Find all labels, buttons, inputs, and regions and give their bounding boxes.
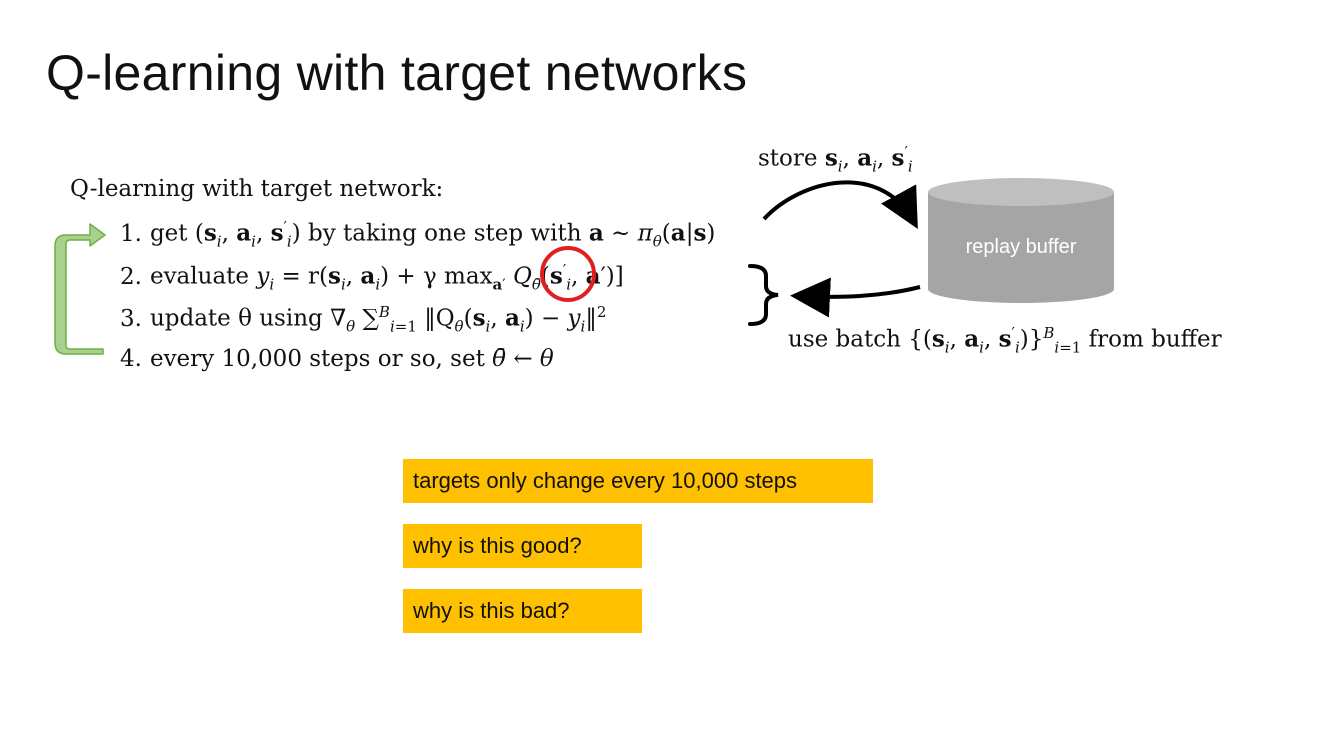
math-sub: i=1 [1054, 338, 1082, 357]
math-a: a [585, 262, 601, 290]
math-s: s [693, 219, 707, 247]
math-y: y [256, 263, 270, 290]
batch-label-text: use batch [788, 326, 901, 353]
math-a: a [588, 219, 604, 247]
step-number: 3. [120, 305, 142, 332]
step-text: evaluate [149, 263, 250, 290]
math-sub: i [944, 338, 950, 357]
step-text: ) + γ max [380, 263, 493, 290]
math-sub: i [485, 317, 491, 336]
step-number: 4. [120, 346, 142, 372]
algorithm-step-4: 4. every 10,000 steps or so, set θ̄ ← θ [120, 346, 554, 372]
math-sub: i [216, 232, 222, 251]
math-sub: θ [652, 232, 662, 251]
store-label-text: store [758, 145, 818, 172]
math-prime: ′ [283, 218, 287, 236]
step-number: 2. [120, 263, 142, 290]
math-sim: ∼ [611, 220, 631, 247]
math-sub: i [907, 157, 913, 176]
algorithm-step-3: 3.update θ using ∇θ ∑Bi=1 ‖Qθ(si, ai) − … [120, 303, 607, 336]
math-s: s [931, 325, 945, 353]
math-s: s [328, 262, 341, 290]
math-sub: i [837, 157, 843, 176]
step-text: ) by taking one step with [291, 220, 582, 247]
batch-label-text: from buffer [1088, 326, 1222, 353]
math-sub: θ [346, 317, 356, 336]
math-assign: θ̄ ← θ [492, 346, 554, 372]
math-a: a [236, 219, 252, 247]
math-a: a [360, 262, 376, 290]
math-prime: ′ [904, 143, 908, 161]
curly-brace [748, 264, 779, 326]
step-text: get ( [149, 220, 204, 247]
math-s: s [998, 325, 1012, 353]
loop-arrow [54, 223, 106, 355]
math-s: s [891, 144, 905, 172]
math-sub: a′ [492, 275, 506, 294]
math-q: Q [513, 263, 532, 290]
math-a: a [857, 144, 873, 172]
math-sub: i [872, 157, 877, 176]
algorithm-step-2: 2.evaluate yi = r(si, ai) + γ maxa′ Qθ̄(… [120, 261, 624, 294]
math-sub: i [340, 275, 346, 294]
math-pi: π [637, 220, 653, 247]
callout-targets-change: targets only change every 10,000 steps [403, 459, 873, 503]
callout-why-bad: why is this bad? [403, 589, 642, 633]
math-sub: i [519, 317, 525, 336]
algorithm-step-1: 1.get (si, ai, s′i) by taking one step w… [120, 218, 716, 251]
math-sub: θ̄ [531, 275, 541, 294]
math-s: s [472, 304, 486, 332]
math-a: a [964, 325, 980, 353]
math-sub: i [1014, 338, 1020, 357]
math-sum: ∑ [362, 305, 379, 332]
math-sub: i [251, 232, 256, 251]
callout-why-good: why is this good? [403, 524, 642, 568]
math-sup: 2 [596, 303, 607, 321]
math-sub: i [375, 275, 381, 294]
math-s: s [270, 219, 284, 247]
replay-buffer-label: replay buffer [965, 236, 1077, 258]
cylinder-top [928, 178, 1114, 206]
math-y: y [567, 305, 581, 332]
math-sub: i [269, 275, 275, 294]
sample-arrow [790, 277, 921, 318]
slide-title: Q-learning with target networks [46, 45, 748, 101]
store-label: store si, ai, s′i [758, 143, 913, 176]
step-text: every 10,000 steps or so, set [149, 346, 485, 372]
step-number: 1. [120, 220, 142, 247]
step-text: update θ using ∇ [149, 305, 347, 332]
math-sub: i [979, 338, 984, 357]
math-a: a [670, 219, 686, 247]
math-sup: B [378, 303, 390, 321]
math-sub: i [286, 232, 292, 251]
math-prime: ′ [1011, 324, 1015, 342]
math-sup: B [1043, 324, 1055, 342]
math-sub: θ [454, 317, 464, 336]
math-sub: i=1 [389, 317, 417, 336]
store-arrow [762, 180, 918, 230]
math-s: s [824, 144, 838, 172]
batch-label: use batch {(si, ai, s′i)}Bi=1 from buffe… [788, 324, 1222, 357]
math-a: a [504, 304, 520, 332]
math-sub: i [580, 317, 586, 336]
math-sub: i [566, 275, 572, 294]
math-s: s [549, 262, 563, 290]
math-s: s [203, 219, 217, 247]
step-text: ‖Q [424, 305, 455, 332]
algorithm-heading: Q-learning with target network: [70, 176, 444, 202]
step-text: = r( [281, 263, 329, 290]
